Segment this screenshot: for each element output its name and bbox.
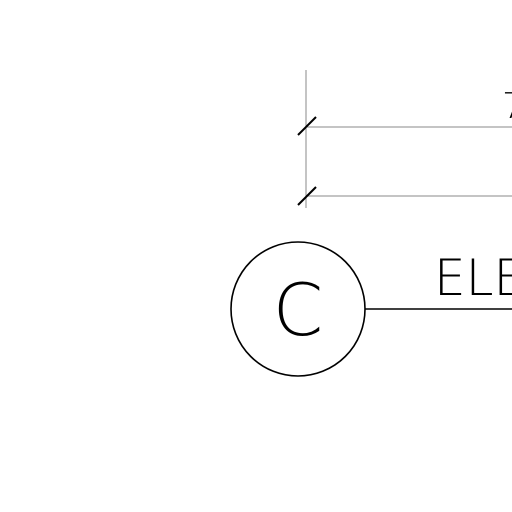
dimension-text: 7: [502, 86, 512, 127]
grid-bubble-letter: C: [273, 268, 323, 352]
dimension-tick-lower: [297, 186, 317, 206]
dimension-tick-upper: [297, 116, 317, 136]
elevation-label: ELE: [434, 249, 512, 307]
